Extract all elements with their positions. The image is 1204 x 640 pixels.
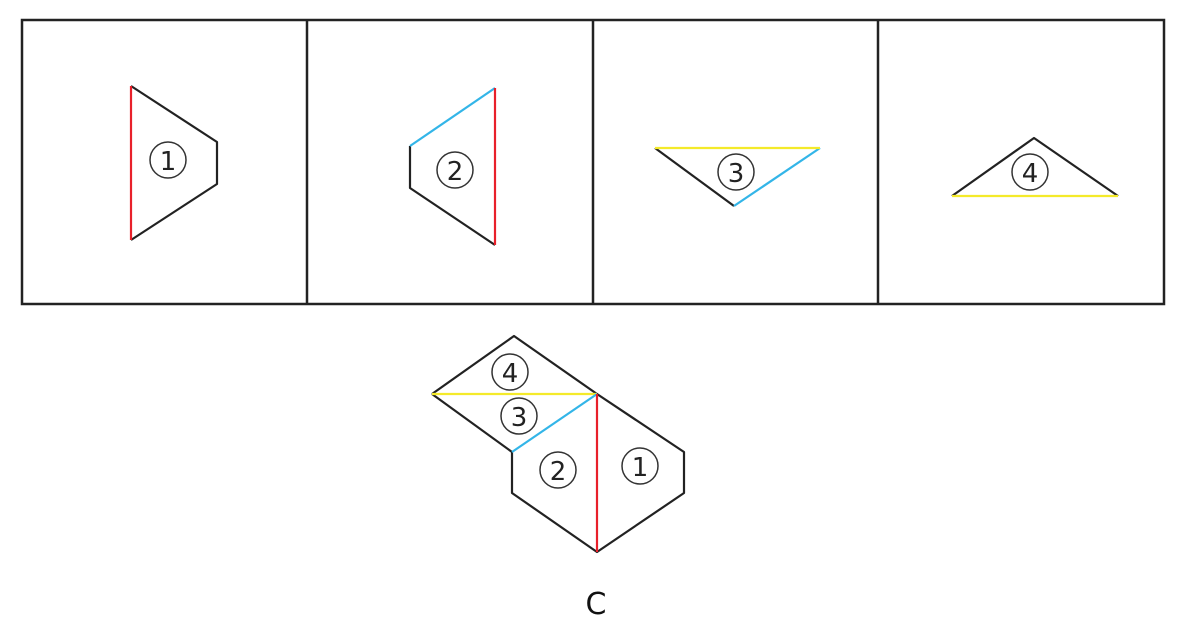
assembled-number-2: 2 — [550, 457, 567, 487]
assembled-number-3: 3 — [511, 403, 528, 433]
piece-2-number: 2 — [447, 157, 464, 187]
piece-4-shape — [951, 136, 1119, 198]
assembled-label-2: 2 — [539, 451, 577, 489]
piece-3-shape — [654, 146, 821, 207]
piece-3-number: 3 — [728, 159, 745, 189]
assembled-number-1: 1 — [632, 453, 649, 483]
piece-4-label: 4 — [1011, 153, 1049, 191]
piece-1-label: 1 — [149, 141, 187, 179]
assembled-number-4: 4 — [502, 359, 519, 389]
piece-4-number: 4 — [1022, 159, 1039, 189]
piece-1-number: 1 — [160, 147, 177, 177]
piece-3-label: 3 — [717, 153, 755, 191]
assembled-label-1: 1 — [621, 447, 659, 485]
answer-letter: C — [586, 587, 607, 622]
piece-panels — [20, 18, 1166, 306]
piece-2-shape — [408, 87, 497, 246]
piece-1-shape — [129, 85, 219, 241]
assembled-label-3: 3 — [500, 397, 538, 435]
assembled-label-4: 4 — [491, 353, 529, 391]
assembled-figure — [431, 334, 686, 554]
piece-2-label: 2 — [436, 151, 474, 189]
